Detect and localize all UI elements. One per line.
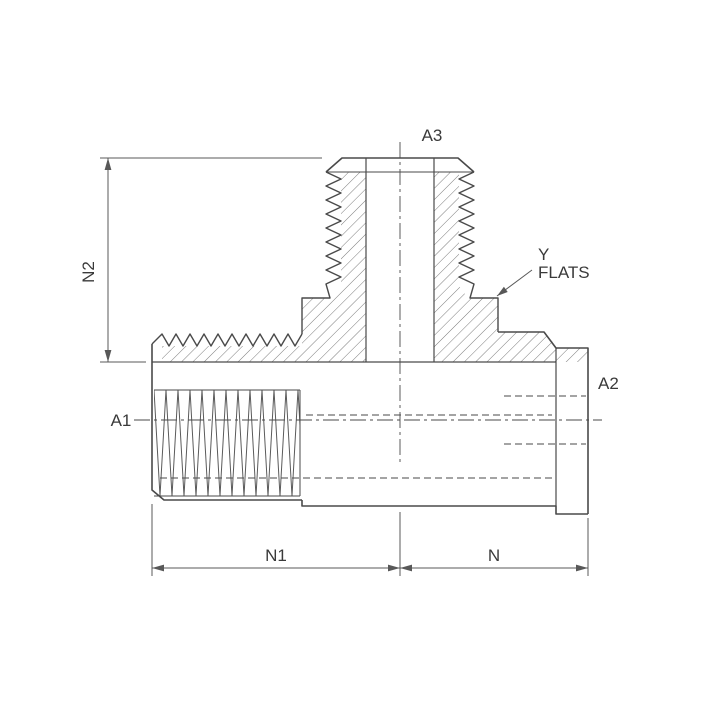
branch-right-thread — [458, 171, 499, 332]
hatch-flange-top — [556, 348, 588, 362]
label-y: Y — [538, 245, 549, 264]
n2-arrow-top — [104, 158, 112, 170]
hatch-branch-right-wall — [434, 172, 498, 362]
dimensions — [100, 157, 589, 576]
hidden-lines — [160, 395, 586, 479]
part-outline — [151, 157, 589, 515]
arm-end-and-bottom — [151, 344, 302, 501]
y-flats-leader-arrow — [497, 286, 508, 296]
label-a2: A2 — [598, 374, 619, 393]
arm-top-thread — [151, 333, 303, 347]
labels: A3 A1 A2 N2 N1 N Y FLATS — [79, 126, 619, 565]
hatch-right-body — [498, 332, 556, 362]
section-hatching — [162, 172, 588, 362]
thread-region — [154, 390, 300, 496]
label-a1: A1 — [111, 411, 132, 430]
label-n1: N1 — [265, 546, 287, 565]
label-n: N — [488, 546, 500, 565]
n-arrow-right — [576, 564, 588, 572]
label-a3: A3 — [422, 126, 443, 145]
male-thread-pattern — [154, 389, 301, 497]
branch-left-thread — [301, 171, 342, 334]
n-arrow-left — [400, 564, 412, 572]
centerlines — [134, 142, 602, 466]
n1-arrow-left — [152, 564, 164, 572]
n1-arrow-right — [388, 564, 400, 572]
label-flats: FLATS — [538, 263, 590, 282]
bore-lines — [152, 158, 556, 363]
n2-arrow-bottom — [104, 350, 112, 362]
drawing-root: A3 A1 A2 N2 N1 N Y FLATS — [79, 126, 619, 576]
body-bottom — [301, 500, 588, 515]
hatch-branch-left-wall — [302, 172, 366, 362]
hatch-left-arm-wall — [162, 346, 302, 362]
label-n2: N2 — [79, 261, 98, 283]
